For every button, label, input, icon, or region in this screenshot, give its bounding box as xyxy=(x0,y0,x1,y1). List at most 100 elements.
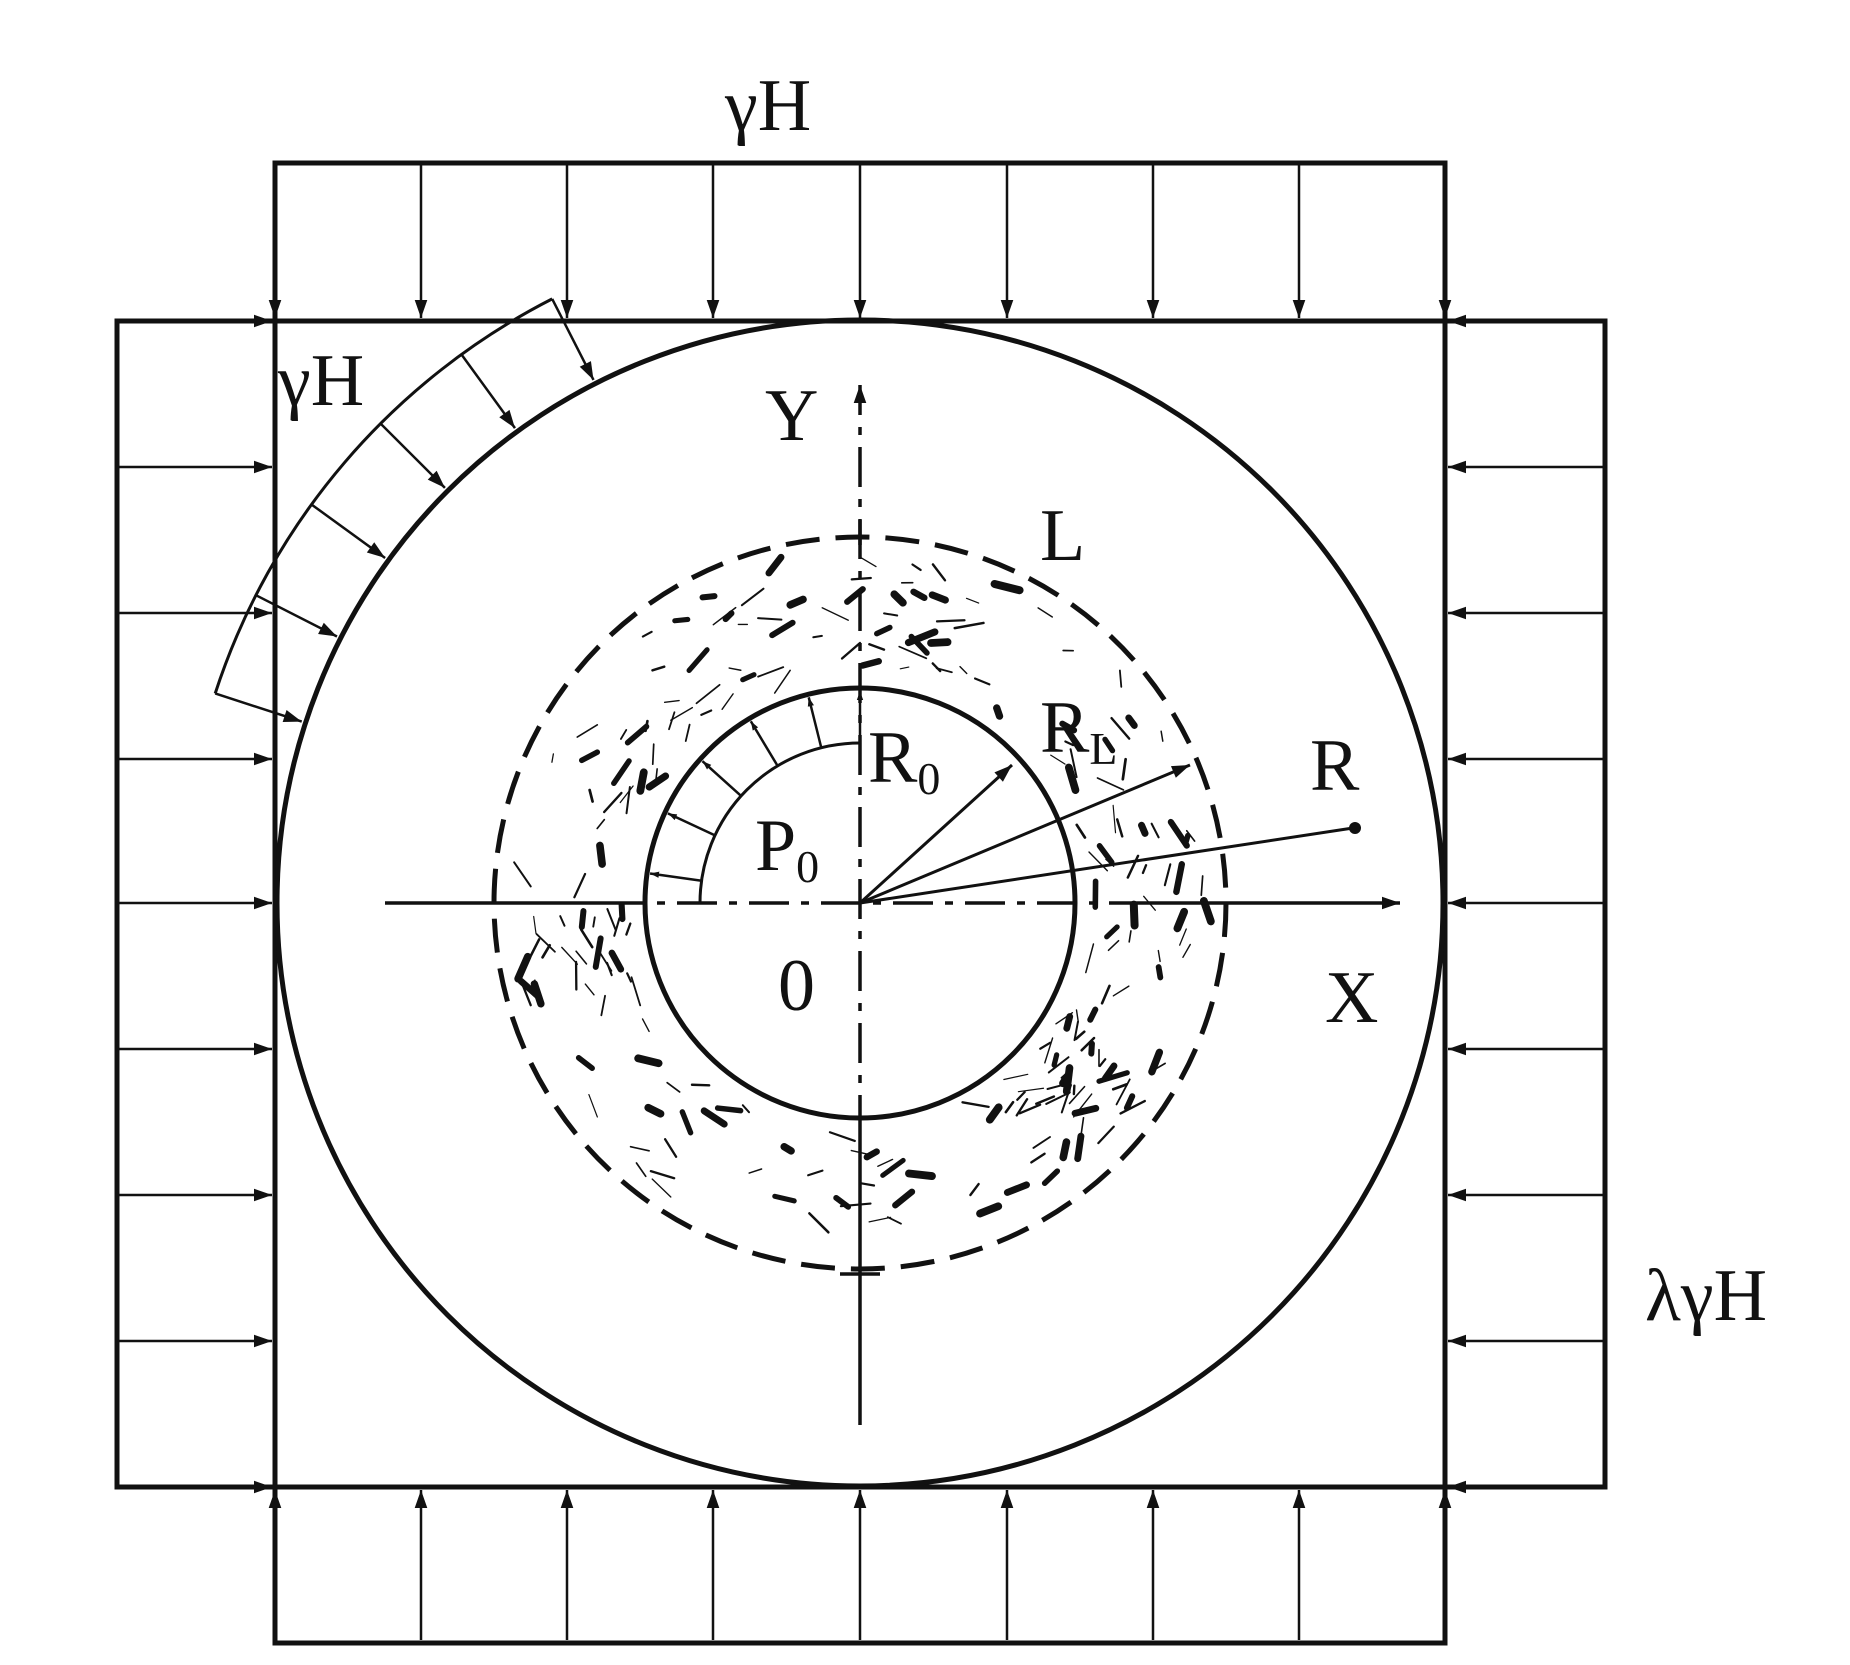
crack-mark xyxy=(743,675,754,680)
crack-mark xyxy=(775,1196,794,1201)
crack-mark xyxy=(514,862,531,886)
crack-mark xyxy=(518,957,528,979)
crack-mark xyxy=(701,711,711,715)
arc-load-arrows xyxy=(215,299,593,722)
crack-mark xyxy=(1165,864,1170,885)
crack-mark xyxy=(997,708,1000,716)
crack-mark xyxy=(884,613,897,615)
crack-mark xyxy=(1076,1032,1084,1039)
crack-mark xyxy=(560,916,564,926)
crack-mark xyxy=(627,787,630,813)
crack-mark xyxy=(577,725,597,737)
crack-mark xyxy=(1063,1142,1066,1157)
crack-mark xyxy=(689,650,707,671)
bottom-load-arrows xyxy=(275,1490,1445,1640)
crack-mark xyxy=(627,973,631,981)
side-load-label: λγH xyxy=(1645,1255,1767,1337)
crack-mark xyxy=(1152,824,1159,838)
crack-mark xyxy=(1086,944,1094,973)
crack-mark xyxy=(962,1102,988,1107)
crack-mark xyxy=(534,916,536,933)
arc-load-arrow xyxy=(215,693,302,721)
crack-mark xyxy=(1186,836,1188,844)
support-pressure-arrow xyxy=(650,873,701,880)
support-pressure-arrow xyxy=(668,813,715,835)
crack-mark xyxy=(860,1183,874,1185)
crack-mark xyxy=(643,632,652,637)
crack-mark xyxy=(914,592,925,598)
crack-mark xyxy=(784,1147,791,1151)
crack-mark xyxy=(1143,865,1146,873)
crack-mark xyxy=(1107,927,1118,937)
crack-mark xyxy=(1176,864,1181,892)
outer-radius-label: R xyxy=(1310,725,1360,807)
crack-mark xyxy=(1076,1010,1078,1022)
crack-mark xyxy=(718,1108,741,1111)
crack-mark xyxy=(912,564,920,569)
x-axis-label: X xyxy=(1325,957,1378,1039)
crack-mark xyxy=(863,661,879,665)
crack-mark xyxy=(742,589,764,606)
crack-mark xyxy=(704,1111,724,1124)
crack-mark xyxy=(1117,819,1122,836)
zone-label: L xyxy=(1040,495,1085,577)
crack-mark xyxy=(636,1163,645,1176)
crack-mark xyxy=(552,754,553,762)
crack-hatching xyxy=(514,557,1211,1232)
crack-mark xyxy=(581,930,592,948)
crack-mark xyxy=(1128,856,1138,878)
crack-mark xyxy=(729,668,741,670)
crack-mark xyxy=(652,1179,671,1197)
crack-mark xyxy=(955,623,984,628)
crack-mark xyxy=(1036,1096,1054,1103)
crack-mark xyxy=(809,1213,828,1232)
crack-mark xyxy=(682,1112,690,1133)
crack-mark xyxy=(1102,986,1109,1003)
top-load-label: γH xyxy=(724,65,811,147)
r-radius-endpoint xyxy=(1349,822,1361,834)
crack-mark xyxy=(604,793,621,812)
crack-mark xyxy=(980,1206,998,1213)
crack-mark xyxy=(1090,1010,1095,1020)
crack-mark xyxy=(1100,1059,1105,1066)
crack-mark xyxy=(582,911,584,927)
crack-mark xyxy=(830,1132,855,1141)
crack-mark xyxy=(758,667,783,676)
crack-mark xyxy=(894,594,903,602)
crack-mark xyxy=(1108,941,1118,951)
crack-mark xyxy=(869,644,884,649)
crack-mark xyxy=(933,663,940,671)
r0-label: R0 xyxy=(868,717,940,804)
crack-mark xyxy=(1054,1055,1057,1065)
crack-mark xyxy=(612,953,621,969)
crack-mark xyxy=(614,761,629,783)
arc-load-baseline xyxy=(215,299,552,694)
crack-mark xyxy=(1017,1092,1024,1100)
crack-mark xyxy=(775,670,791,693)
r-radius-line xyxy=(860,828,1353,903)
crack-mark xyxy=(590,790,593,802)
support-pressure-arrow xyxy=(702,761,741,796)
crack-mark xyxy=(638,1058,658,1063)
crack-mark xyxy=(582,752,597,760)
support-pressure-arrow xyxy=(809,697,822,747)
crack-mark xyxy=(1091,1044,1092,1054)
crack-mark xyxy=(585,984,594,995)
crack-mark xyxy=(1180,929,1187,945)
crack-mark xyxy=(933,564,945,580)
crack-mark xyxy=(813,636,822,637)
crack-mark xyxy=(601,996,605,1016)
crack-mark xyxy=(1006,1102,1013,1112)
crack-mark xyxy=(909,1173,932,1176)
crack-mark xyxy=(772,623,793,635)
crack-mark xyxy=(632,977,641,1005)
crack-mark xyxy=(758,618,781,619)
arc-load-arrow xyxy=(552,299,593,380)
top-load-arrows xyxy=(275,165,1445,318)
crack-mark xyxy=(667,1083,679,1092)
crack-mark xyxy=(574,874,585,897)
right-load-arrows xyxy=(1448,321,1603,1487)
crack-mark xyxy=(1142,825,1145,833)
crack-mark xyxy=(600,845,602,864)
